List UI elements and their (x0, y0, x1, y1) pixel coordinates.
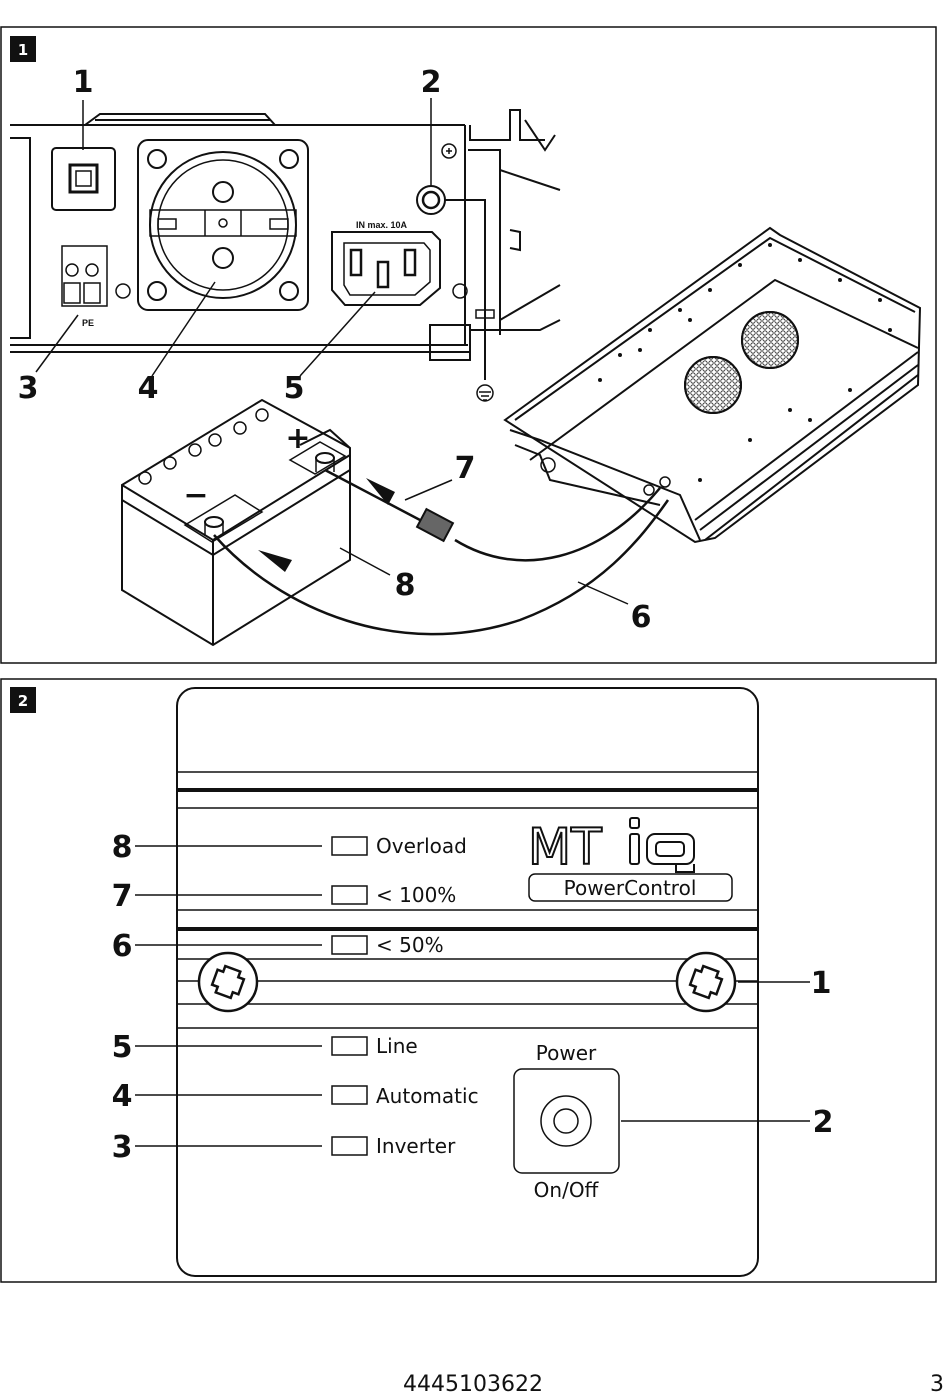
inverter-unit (503, 226, 922, 544)
callout-4-fig2: 4 (112, 1079, 133, 1114)
figure-2-leader-lines (135, 845, 810, 1147)
battery-plus-sign: + (285, 421, 310, 456)
panel-screw-right (675, 951, 737, 1013)
led-100 (331, 885, 368, 905)
onoff-label: On/Off (534, 1178, 600, 1202)
callout-3-fig1: 3 (18, 371, 39, 406)
callout-2-fig2: 2 (813, 1105, 834, 1140)
power-label: Power (536, 1041, 597, 1065)
callout-7-fig2: 7 (112, 879, 133, 914)
led-inverter (331, 1136, 368, 1156)
led-overload (331, 836, 368, 856)
cable-fuse (415, 507, 455, 543)
callout-1-fig1: 1 (73, 65, 94, 100)
led-label-50: < 50% (376, 933, 444, 957)
callout-3-fig2: 3 (112, 1130, 133, 1165)
figure-1-badge (10, 36, 36, 62)
callout-8-fig2: 8 (112, 830, 133, 865)
led-label-inverter: Inverter (376, 1134, 456, 1158)
brand-powercontrol: PowerControl (564, 876, 697, 900)
callout-5-fig2: 5 (112, 1030, 133, 1065)
figure-1: 1 (0, 26, 937, 664)
callout-6-fig1: 6 (631, 600, 652, 635)
brand-logo: MT PowerControl (527, 817, 733, 902)
terminal-pe-label: PE (82, 318, 94, 328)
callout-6-fig2: 6 (112, 929, 133, 964)
inverter-screws (598, 243, 892, 482)
inverter-front-panel (10, 109, 561, 402)
figure-1-badge-text: 1 (18, 41, 28, 59)
cable-arrows (258, 478, 395, 572)
led-automatic (331, 1085, 368, 1105)
led-50 (331, 935, 368, 955)
battery-cables (213, 468, 670, 636)
brand-mt: MT (528, 818, 602, 876)
led-label-line: Line (376, 1034, 418, 1058)
figure-2-badge-text: 2 (18, 692, 28, 710)
page-number: 3 (930, 1372, 944, 1397)
battery-minus-sign: − (183, 478, 208, 513)
led-indicators (331, 836, 368, 1156)
power-button (513, 1068, 620, 1174)
figure-2-frame (0, 678, 937, 1283)
led-line (331, 1036, 368, 1056)
document-number: 4445103622 (403, 1372, 543, 1397)
callout-7-fig1: 7 (455, 451, 476, 486)
control-panel (176, 687, 759, 1277)
figure-1-frame (0, 26, 937, 664)
led-label-overload: Overload (376, 834, 467, 858)
battery-cell-caps (138, 408, 269, 485)
callout-1-fig2: 1 (811, 966, 832, 1001)
led-label-100: < 100% (376, 883, 456, 907)
callout-4-fig1: 4 (138, 371, 159, 406)
inlet-rating-label: IN max. 10A (356, 220, 408, 230)
callout-2-fig1: 2 (421, 65, 442, 100)
led-label-automatic: Automatic (376, 1084, 479, 1108)
callout-5-fig1: 5 (284, 371, 305, 406)
figure-2-badge (10, 687, 36, 713)
figure-2: 2 (0, 678, 937, 1283)
panel-screw-left (197, 951, 259, 1013)
callout-8-fig1: 8 (395, 568, 416, 603)
battery (121, 398, 351, 647)
